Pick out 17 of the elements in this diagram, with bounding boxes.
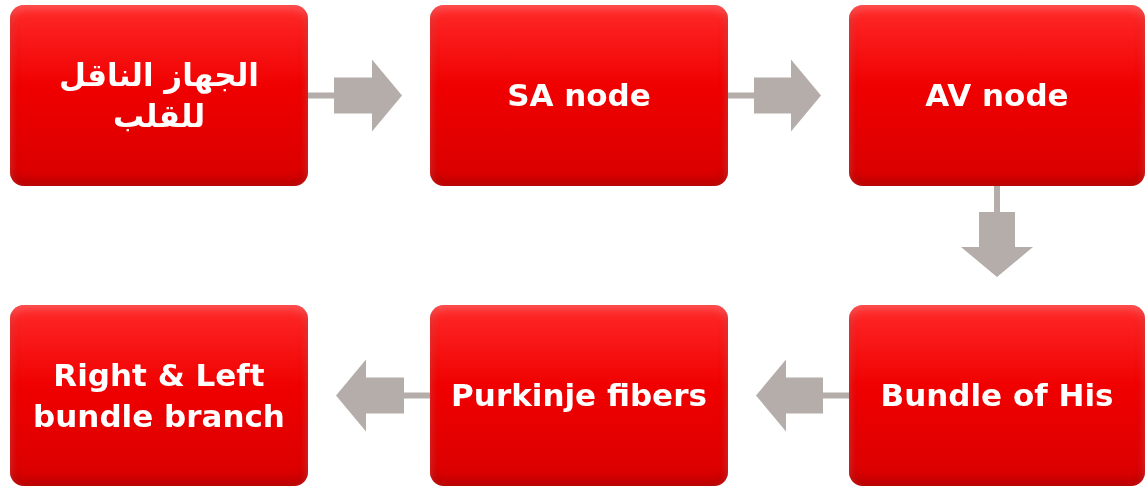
box-label: AV node — [925, 76, 1069, 116]
arrow — [728, 59, 821, 132]
box-label: الجهاز الناقل للقلب — [58, 56, 260, 136]
arrow — [336, 359, 430, 432]
process-box — [849, 5, 1145, 186]
process-box — [10, 305, 308, 486]
process-box — [430, 5, 728, 186]
arrow — [756, 359, 849, 432]
process-box — [10, 5, 308, 186]
arrow — [961, 186, 1033, 277]
box-label: SA node — [507, 76, 651, 116]
box-label: Right & Left bundle branch — [32, 356, 286, 436]
box-label: Purkinje fibers — [451, 376, 707, 416]
process-box — [849, 305, 1145, 486]
arrow — [308, 59, 402, 132]
box-label: Bundle of His — [880, 376, 1114, 416]
process-box — [430, 305, 728, 486]
